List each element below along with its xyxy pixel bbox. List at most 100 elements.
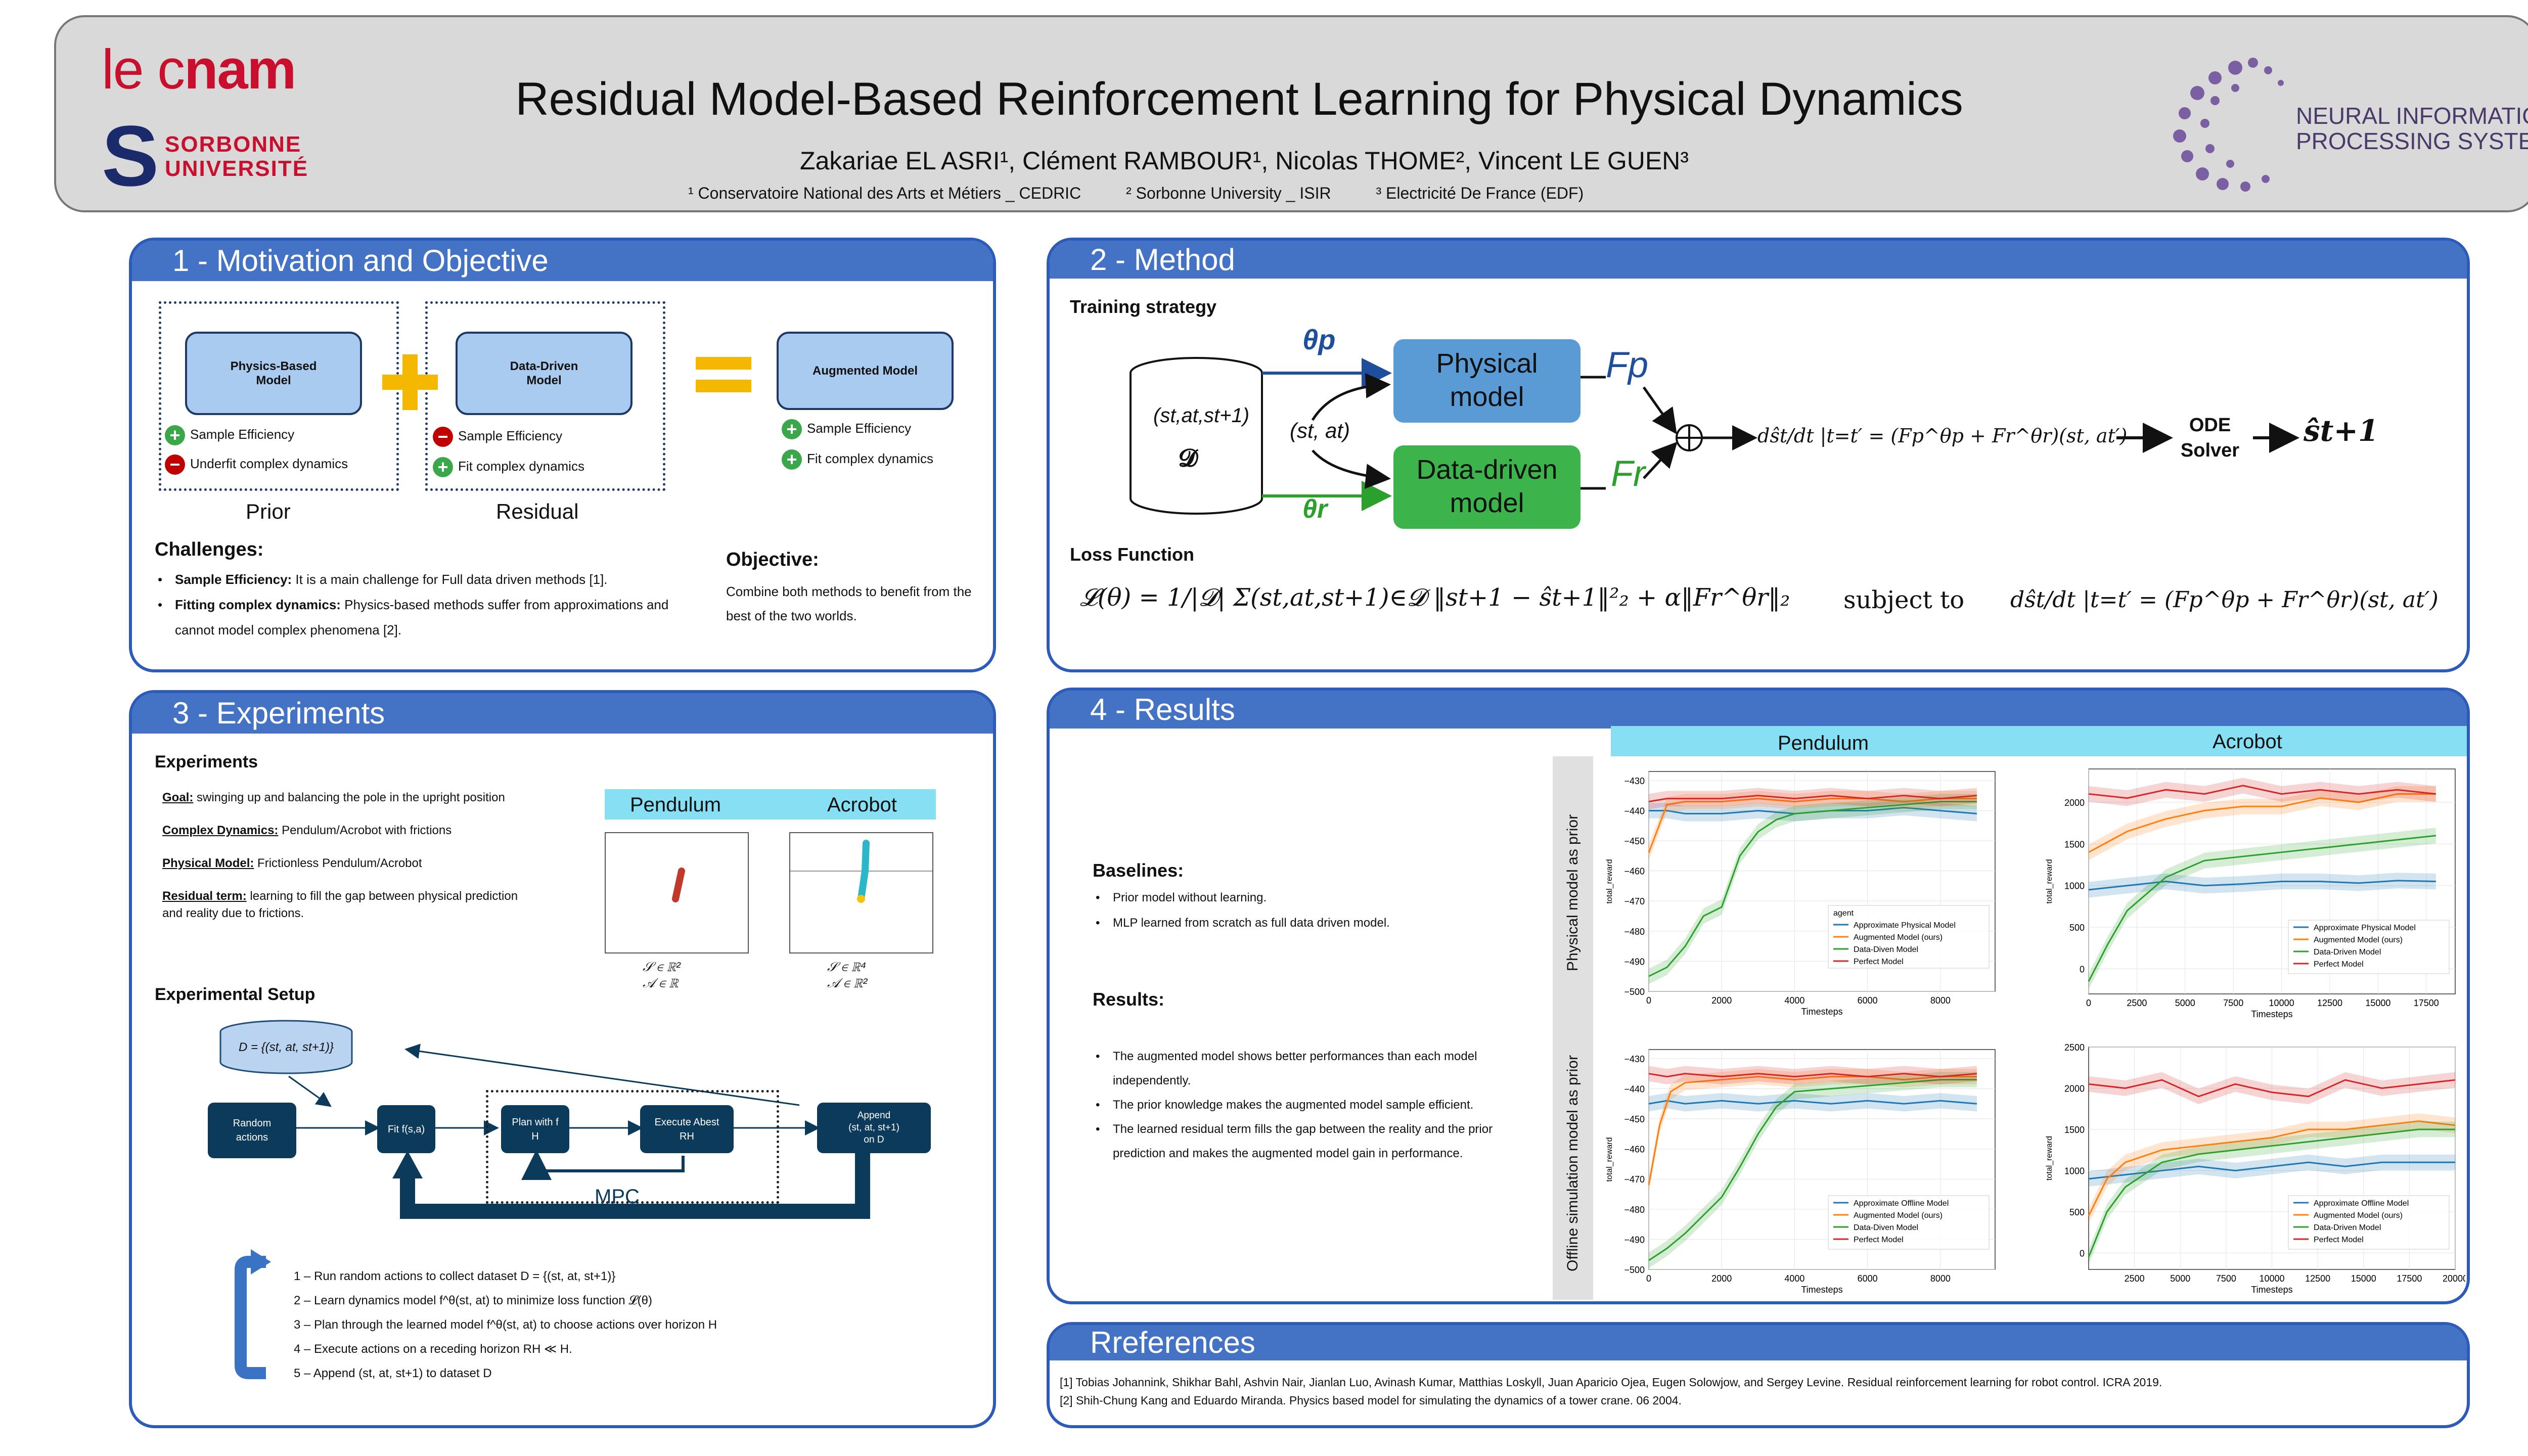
motivation-panel: 1 - Motivation and Objective Physics-Bas… xyxy=(129,238,996,672)
panel-title: 4 - Results xyxy=(1050,691,2467,729)
legend-entry: Approximate Physical Model xyxy=(1854,921,1956,930)
list-item: Sample Efficiency: It is a main challeng… xyxy=(155,567,691,592)
loss-title: Loss Function xyxy=(1070,544,1194,565)
setup-diagram xyxy=(219,1020,870,1379)
legend-entry: Perfect Model xyxy=(2314,1236,2364,1244)
y-tick-label: 1000 xyxy=(2064,1166,2085,1176)
mpc-label: MPC xyxy=(595,1186,640,1208)
loss-equation: 𝓛(θ) = 1/|𝓓| Σ(st,at,st+1)∈𝓓 ‖st+1 − ŝt+… xyxy=(1080,583,1790,612)
method-diagram xyxy=(1130,339,2299,529)
results-panel: 4 - Results Baselines: Prior model witho… xyxy=(1047,688,2470,1304)
y-tick-label: −500 xyxy=(1624,987,1645,997)
x-tick-label: 0 xyxy=(1646,1273,1651,1284)
series-line xyxy=(2088,785,2436,799)
subject-to: subject to xyxy=(1843,586,1965,614)
x-tick-label: 2000 xyxy=(1711,1273,1732,1284)
x-tick-label: 12500 xyxy=(2305,1273,2330,1284)
results-list: The augmented model shows better perform… xyxy=(1093,1044,1497,1166)
series-band xyxy=(1649,788,1977,809)
constraint-equation: dŝt/dt |t=t′ = (Fp^θp + Fr^θr)(st, at′) xyxy=(2010,587,2439,613)
legend-entry: Augmented Model (ours) xyxy=(2314,936,2403,944)
legend-title: agent xyxy=(1833,909,1854,918)
col-acrobot: Acrobot xyxy=(2213,731,2282,753)
step-4: 4 – Execute actions on a receding horizo… xyxy=(294,1342,572,1356)
physical-model-label: Physical model xyxy=(1436,348,1538,412)
y-tick-label: −440 xyxy=(1624,1084,1645,1094)
y-tick-label: −460 xyxy=(1624,867,1645,877)
plan-box: Plan with f H xyxy=(501,1105,569,1153)
plus-circle-icon: + xyxy=(782,419,802,440)
goal-text: Goal: swinging up and balancing the pole… xyxy=(162,791,505,804)
legend-entry: Augmented Model (ours) xyxy=(1854,933,1943,942)
row-physical: Physical model as prior xyxy=(1564,814,1581,972)
fit-box: Fit f(s,a) xyxy=(377,1105,435,1153)
list-item: The learned residual term fills the gap … xyxy=(1093,1117,1497,1166)
series-line xyxy=(2088,793,2436,853)
series-band xyxy=(2089,828,2436,989)
y-tick-label: −450 xyxy=(1624,836,1645,846)
legend-entry: Perfect Model xyxy=(1854,1236,1904,1244)
ode-solver-label: ODE Solver xyxy=(2180,415,2240,461)
augmented-box: Augmented Model xyxy=(777,332,954,410)
append-box: Append (st, at, st+1) on D xyxy=(817,1103,931,1153)
reference-1: [1] Tobias Johannink, Shikhar Bahl, Ashv… xyxy=(1060,1376,2162,1389)
residual-group xyxy=(425,301,665,491)
series-band xyxy=(2089,1072,2455,1105)
theta-r: θr xyxy=(1302,494,1328,524)
physical-text: Physical Model: Frictionless Pendulum/Ac… xyxy=(162,856,422,870)
series-line xyxy=(2088,1161,2455,1180)
acrobot-spaces: 𝒮 ∈ ℝ⁴ 𝒜 ∈ ℝ² xyxy=(827,959,868,990)
objective-text: Combine both methods to benefit from the… xyxy=(726,584,972,623)
y-tick-label: 500 xyxy=(2069,1207,2085,1217)
plus-circle-icon: + xyxy=(433,457,453,478)
complex-text: Complex Dynamics: Pendulum/Acrobot with … xyxy=(162,824,452,837)
legend-entry: Augmented Model (ours) xyxy=(2314,1211,2403,1220)
row-offline: Offline simulation model as prior xyxy=(1564,1055,1581,1271)
series-line xyxy=(1648,801,1977,977)
datadriven-model-box xyxy=(1393,445,1581,529)
authors: Zakariae EL ASRI¹, Clément RAMBOUR¹, Nic… xyxy=(800,147,1689,175)
panel-title: 3 - Experiments xyxy=(132,693,993,734)
residual-text: Residual term: learning to fill the gap … xyxy=(162,889,518,920)
series-line xyxy=(1648,795,1977,803)
panel-title: 1 - Motivation and Objective xyxy=(132,241,993,281)
legend-box xyxy=(1828,905,1990,969)
legend-box xyxy=(1828,1195,1990,1250)
x-tick-label: 2000 xyxy=(1711,995,1732,1006)
x-axis-label: Timesteps xyxy=(1801,1285,1842,1295)
residual-label: Residual xyxy=(496,499,579,523)
affiliations: ¹ Conservatoire National des Arts et Mét… xyxy=(688,184,1584,202)
results-title: Results: xyxy=(1093,989,1165,1010)
series-line xyxy=(2088,1128,2455,1258)
x-tick-label: 5000 xyxy=(2175,998,2195,1008)
theta-p: θp xyxy=(1302,324,1336,355)
list-item: The augmented model shows better perform… xyxy=(1093,1044,1497,1093)
x-tick-label: 2500 xyxy=(2127,998,2147,1008)
legend-entry: Perfect Model xyxy=(2314,960,2364,969)
series-band xyxy=(2089,873,2436,898)
series-band xyxy=(2089,1121,2455,1265)
x-tick-label: 17500 xyxy=(2397,1273,2422,1284)
y-tick-label: −480 xyxy=(1624,927,1645,937)
legend-entry: Data-Driven Model xyxy=(2314,948,2381,957)
minus-circle-icon: − xyxy=(165,454,185,475)
y-tick-label: −500 xyxy=(1624,1265,1645,1275)
series-band xyxy=(1649,1069,1977,1193)
data-driven-box: Data-Driven Model xyxy=(456,332,633,415)
dataset-tuple: (st,at,st+1) xyxy=(1153,404,1250,427)
x-tick-label: 6000 xyxy=(1858,995,1878,1006)
series-line xyxy=(1648,1073,1977,1078)
series-line xyxy=(1648,1079,1977,1261)
references-panel: Rreferences [1] Tobias Johannink, Shikha… xyxy=(1047,1322,2470,1428)
prediction-symbol: ŝt+1 xyxy=(2304,414,2379,448)
y-tick-label: −490 xyxy=(1624,1235,1645,1245)
x-tick-label: 8000 xyxy=(1930,995,1951,1006)
series-line xyxy=(1648,1100,1977,1105)
y-tick-label: −450 xyxy=(1624,1114,1645,1124)
x-axis-label: Timesteps xyxy=(2251,1285,2292,1295)
x-tick-label: 2500 xyxy=(2125,1273,2145,1284)
